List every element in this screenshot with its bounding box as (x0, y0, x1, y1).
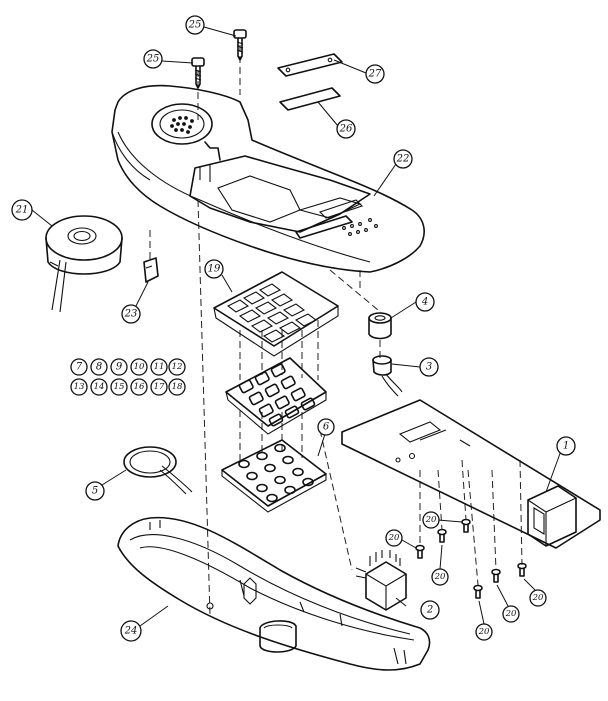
lower-housing-24 (117, 516, 431, 671)
upper-housing-22 (111, 84, 425, 273)
grommet-4 (368, 312, 392, 340)
callout-label: 8 (96, 362, 102, 373)
small-screw (491, 568, 501, 583)
callout-label: 14 (94, 382, 105, 392)
modular-jack (527, 485, 577, 547)
hook-switch-2 (355, 550, 407, 611)
small-screw (517, 562, 527, 577)
callout-label: 20 (532, 593, 544, 603)
screw-25-left (191, 57, 205, 89)
callout-label: 20 (505, 609, 517, 619)
callout-label: 27 (368, 69, 382, 80)
callout-23: 23 (121, 304, 141, 324)
small-screw (461, 518, 471, 533)
callout-6: 6 (317, 418, 335, 436)
callout-20-d: 20 (475, 623, 493, 641)
callout-1: 1 (556, 436, 576, 456)
callout-label: 22 (396, 154, 410, 165)
small-screw (415, 544, 425, 559)
callout-label: 7 (76, 362, 83, 373)
callout-label: 11 (154, 362, 165, 372)
callout-20-e: 20 (502, 605, 520, 623)
contact-pad-6 (221, 439, 327, 513)
callout-20-a: 20 (385, 529, 403, 547)
callout-label: 13 (74, 382, 85, 392)
callout-11: 11 (150, 358, 168, 376)
callout-label: 18 (172, 382, 183, 392)
callout-25-left: 25 (143, 49, 163, 69)
earpiece-holes (170, 116, 194, 134)
keypad-openings (342, 218, 378, 236)
callout-label: 20 (425, 515, 437, 525)
callout-label: 17 (154, 382, 165, 392)
callout-10: 10 (130, 358, 148, 376)
callout-25-top: 25 (185, 15, 205, 35)
callout-9: 9 (110, 358, 128, 376)
callout-15: 15 (110, 378, 128, 396)
callout-20-c: 20 (431, 568, 449, 586)
callout-27: 27 (365, 64, 385, 84)
callout-label: 20 (478, 627, 490, 637)
leader-lines (31, 26, 563, 627)
contact-domes (238, 443, 314, 503)
callout-label: 1 (563, 441, 569, 452)
callout-8: 8 (90, 358, 108, 376)
callout-18: 18 (168, 378, 186, 396)
callout-14: 14 (90, 378, 108, 396)
small-screw (437, 528, 447, 543)
transmitter-disc-5 (123, 446, 193, 495)
callout-19: 19 (204, 259, 224, 279)
callout-label: 5 (92, 486, 98, 497)
screw-25-right (233, 29, 247, 61)
key-button-caps (238, 363, 316, 427)
label-insert-26 (279, 87, 341, 111)
callout-label: 10 (134, 362, 145, 372)
callout-label: 25 (188, 20, 202, 31)
callout-20-f: 20 (529, 589, 547, 607)
callouts: 25 25 27 26 22 21 23 19 4 3 6 5 1 2 24 7… (11, 15, 576, 642)
keypad-bezel-grid (226, 283, 318, 343)
callout-22: 22 (393, 149, 413, 169)
callout-label: 6 (323, 422, 330, 433)
callout-13: 13 (70, 378, 88, 396)
callout-label: 20 (388, 533, 400, 543)
receiver-speaker-21 (45, 215, 123, 313)
callout-label: 2 (426, 605, 433, 616)
small-screws-20 (415, 518, 527, 599)
leader-lines-20 (439, 544, 536, 625)
callout-label: 24 (124, 626, 138, 637)
callout-5: 5 (85, 481, 105, 501)
callout-label: 16 (134, 382, 145, 392)
callout-7: 7 (70, 358, 88, 376)
callout-26: 26 (336, 119, 356, 139)
label-plate-27 (277, 53, 343, 77)
callout-label: 4 (421, 297, 428, 308)
callout-17: 17 (150, 378, 168, 396)
keypad-bezel-19 (213, 271, 339, 357)
callout-label: 20 (434, 572, 446, 582)
callout-24: 24 (120, 620, 142, 642)
callout-16: 16 (130, 378, 148, 396)
callout-2: 2 (420, 600, 440, 620)
key-buttons-7-18 (225, 357, 327, 435)
callout-3: 3 (419, 357, 439, 377)
callout-label: 23 (124, 309, 138, 320)
microphone-3 (372, 355, 403, 397)
callout-12: 12 (168, 358, 186, 376)
callout-label: 15 (114, 382, 125, 392)
callout-4: 4 (415, 292, 435, 312)
callout-label: 3 (426, 362, 432, 373)
callout-label: 9 (116, 362, 123, 373)
small-screw (473, 584, 483, 599)
callout-label: 25 (146, 54, 160, 65)
callout-label: 12 (172, 362, 183, 372)
circuit-board-1 (341, 399, 601, 549)
callout-label: 19 (208, 264, 221, 275)
callout-label: 26 (339, 124, 353, 135)
callout-21: 21 (11, 199, 33, 221)
hook-clip-23 (143, 257, 159, 283)
callout-label: 21 (15, 205, 29, 216)
callout-20-b: 20 (422, 511, 440, 529)
